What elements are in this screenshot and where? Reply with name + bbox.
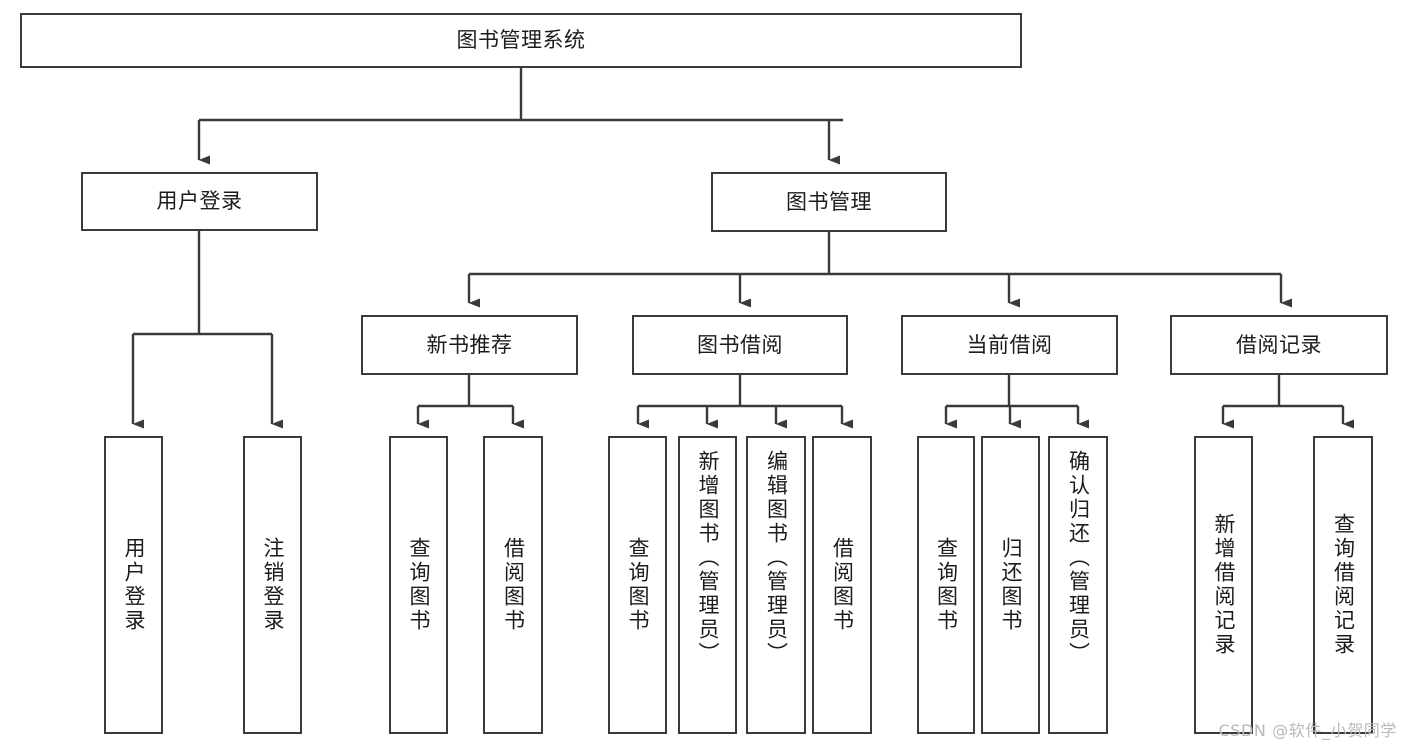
- node-new-book-rec[interactable]: 新书推荐: [361, 315, 578, 375]
- leaf-logout-label: 注销登录: [261, 537, 285, 633]
- leaf-query-book-3-label: 查询图书: [934, 537, 959, 633]
- node-book-manage[interactable]: 图书管理: [711, 172, 947, 232]
- node-new-book-rec-label: 新书推荐: [426, 332, 513, 357]
- leaf-confirm-return[interactable]: 确认归还（管理员）: [1048, 436, 1108, 734]
- node-book-manage-label: 图书管理: [786, 189, 872, 214]
- leaf-edit-book-label: 编辑图书（管理员）: [764, 450, 789, 666]
- node-book-borrow[interactable]: 图书借阅: [632, 315, 848, 375]
- leaf-add-book[interactable]: 新增图书（管理员）: [678, 436, 737, 734]
- leaf-query-book-2-label: 查询图书: [626, 537, 650, 633]
- leaf-borrow-book-2[interactable]: 借阅图书: [812, 436, 872, 734]
- leaf-borrow-book-2-label: 借阅图书: [830, 537, 855, 633]
- node-user-login[interactable]: 用户登录: [81, 172, 318, 231]
- leaf-edit-book[interactable]: 编辑图书（管理员）: [746, 436, 806, 734]
- leaf-query-record[interactable]: 查询借阅记录: [1313, 436, 1373, 734]
- leaf-borrow-book-1[interactable]: 借阅图书: [483, 436, 543, 734]
- leaf-query-book-1-label: 查询图书: [407, 537, 431, 633]
- node-user-login-label: 用户登录: [156, 189, 243, 214]
- leaf-borrow-book-1-label: 借阅图书: [501, 537, 526, 633]
- node-borrow-record-label: 借阅记录: [1236, 332, 1322, 357]
- csdn-watermark: CSDN @软件_小贺同学: [1218, 721, 1397, 740]
- leaf-confirm-return-label: 确认归还（管理员）: [1066, 450, 1091, 666]
- leaf-add-record-label: 新增借阅记录: [1212, 513, 1236, 657]
- leaf-return-book[interactable]: 归还图书: [981, 436, 1040, 734]
- leaf-query-record-label: 查询借阅记录: [1331, 513, 1356, 657]
- leaf-add-record[interactable]: 新增借阅记录: [1194, 436, 1253, 734]
- node-current-borrow-label: 当前借阅: [966, 332, 1053, 357]
- leaf-query-book-2[interactable]: 查询图书: [608, 436, 667, 734]
- node-borrow-record[interactable]: 借阅记录: [1170, 315, 1388, 375]
- node-root[interactable]: 图书管理系统: [20, 13, 1022, 68]
- leaf-user-login-label: 用户登录: [122, 537, 146, 633]
- leaf-return-book-label: 归还图书: [999, 537, 1023, 633]
- node-book-borrow-label: 图书借阅: [697, 332, 783, 357]
- leaf-add-book-label: 新增图书（管理员）: [696, 450, 720, 666]
- leaf-logout[interactable]: 注销登录: [243, 436, 302, 734]
- node-current-borrow[interactable]: 当前借阅: [901, 315, 1118, 375]
- leaf-query-book-3[interactable]: 查询图书: [917, 436, 975, 734]
- leaf-query-book-1[interactable]: 查询图书: [389, 436, 448, 734]
- node-root-label: 图书管理系统: [456, 28, 586, 53]
- leaf-user-login[interactable]: 用户登录: [104, 436, 163, 734]
